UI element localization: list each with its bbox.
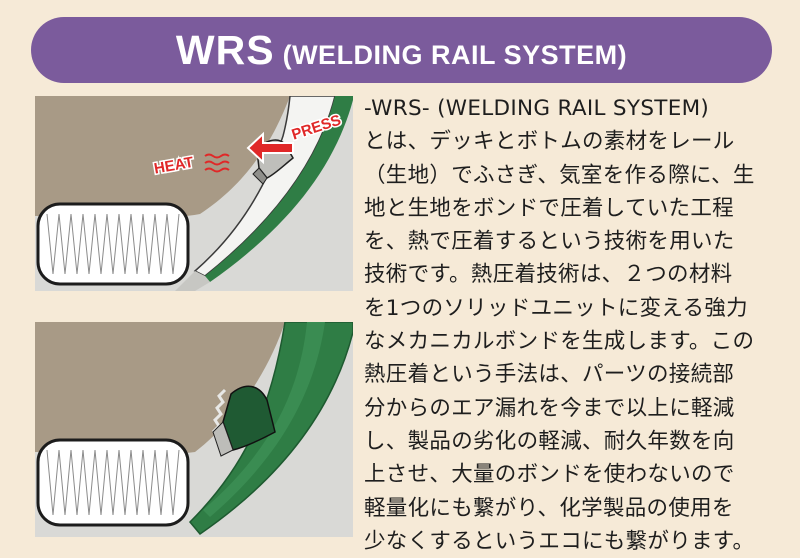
welding-diagram-top: HEAT PRESS (35, 96, 353, 291)
banner-title-sub: (WELDING RAIL SYSTEM) (274, 39, 628, 70)
welding-diagram-bottom (35, 322, 353, 537)
banner-title: WRS (WELDING RAIL SYSTEM) (176, 27, 627, 74)
welding-illustration-top: HEAT PRESS (35, 96, 353, 291)
welding-illustration-bottom (35, 322, 353, 537)
description-text: -WRS- (WELDING RAIL SYSTEM) とは、デッキとボトムの素… (364, 96, 755, 554)
title-banner: WRS (WELDING RAIL SYSTEM) (31, 17, 772, 83)
banner-title-main: WRS (175, 26, 275, 73)
